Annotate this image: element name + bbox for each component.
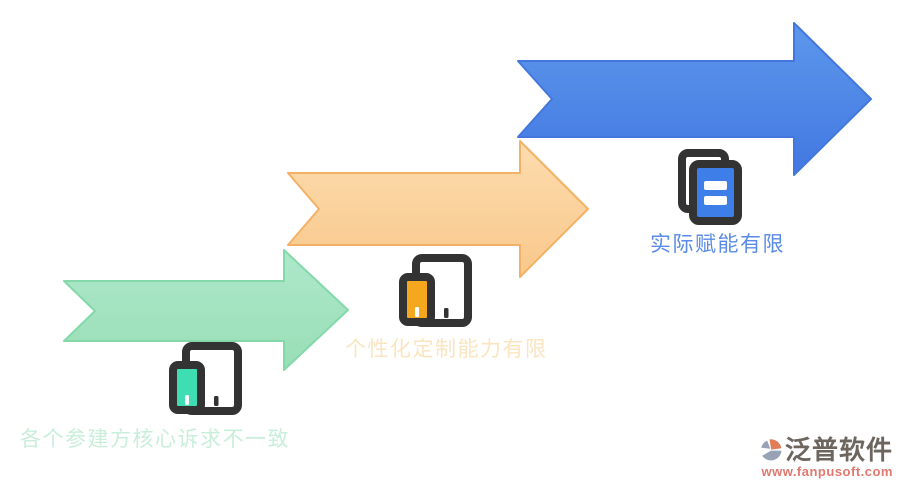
step-label-1: 各个参建方核心诉求不一致 — [20, 428, 290, 451]
step-label-3: 实际赋能有限 — [650, 233, 785, 256]
watermark: 泛普软件 www.fanpusoft.com — [759, 437, 893, 478]
arrow-step-3 — [517, 22, 872, 176]
step-label-2: 个性化定制能力有限 — [345, 338, 548, 361]
phone-tablet-icon — [169, 342, 242, 415]
brand-url: www.fanpusoft.com — [761, 464, 893, 479]
phone-tablet-icon — [399, 254, 472, 327]
arrow-step-2 — [287, 140, 589, 278]
brand-name: 泛普软件 — [784, 435, 893, 465]
arrow-step-1 — [63, 249, 349, 371]
documents-icon — [678, 149, 742, 225]
fanpu-logo-icon — [761, 439, 782, 461]
